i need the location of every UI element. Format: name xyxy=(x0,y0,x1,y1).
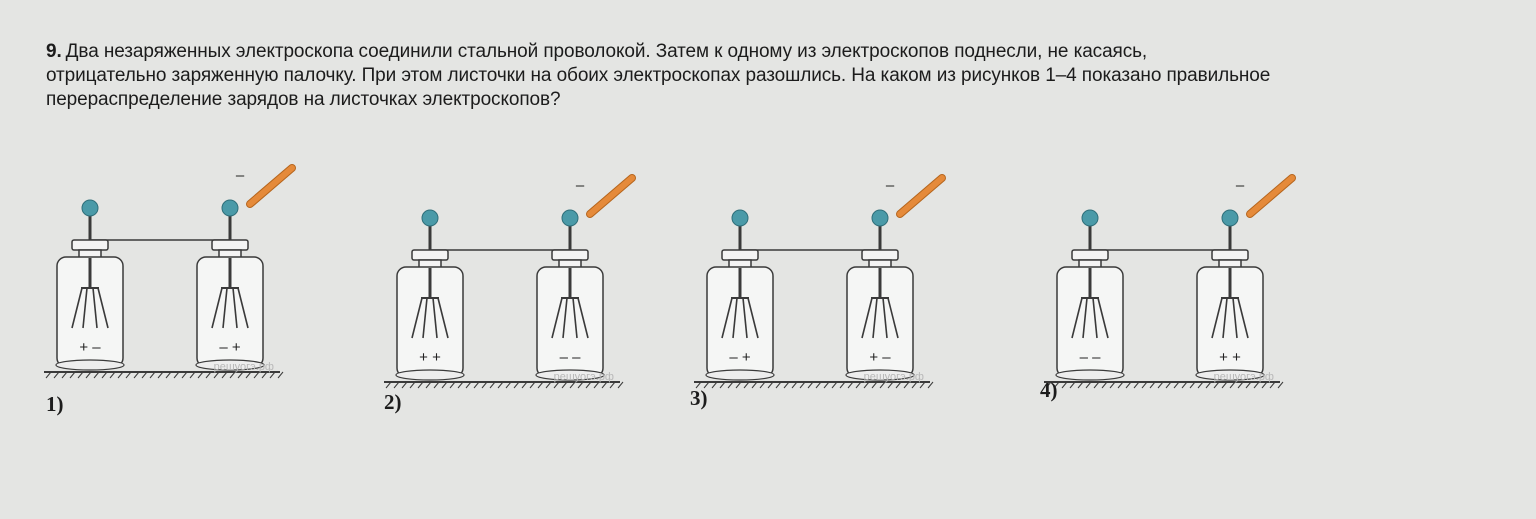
question-text: 9.Два незаряженных электроскопа соединил… xyxy=(46,40,1526,112)
electroscope-diagram: + + – – – решуогэ.рф xyxy=(384,174,636,389)
question-line-3: перераспределение зарядов на листочках э… xyxy=(46,89,561,110)
electroscope-leaf xyxy=(1222,297,1228,339)
figure-label: 4) xyxy=(1040,378,1058,402)
electroscope-leaf xyxy=(721,297,733,339)
electroscope-diagram: – + + – – решуогэ.рф xyxy=(694,174,946,389)
watermark: решуогэ.рф xyxy=(864,371,924,383)
question-line-2: отрицательно заряженную палочку. При это… xyxy=(46,65,1271,86)
left-electroscope: + + xyxy=(395,209,465,381)
leaf-charges: – – xyxy=(560,349,582,366)
left-electroscope: + – xyxy=(55,199,125,371)
figure-label: 3) xyxy=(690,386,708,410)
electroscope-leaf xyxy=(872,297,878,339)
electroscope-ball xyxy=(871,209,889,227)
electroscope-diagram: – – + + – решуогэ.рф xyxy=(1044,174,1296,389)
electroscope-leaf xyxy=(887,297,899,339)
question-number: 9. xyxy=(46,41,62,62)
left-electroscope: – + xyxy=(705,209,775,381)
electroscope-ball xyxy=(731,209,749,227)
left-electroscope: – – xyxy=(1055,209,1125,381)
electroscope-leaf xyxy=(422,297,428,339)
electroscope-ball xyxy=(1081,209,1099,227)
leaf-charges: – – xyxy=(1080,349,1102,366)
right-electroscope: + – xyxy=(845,209,915,381)
stick-charge: – xyxy=(1236,177,1245,194)
electroscope-leaf xyxy=(437,297,449,339)
electroscope-diagram: + – – + – решуогэ.рф xyxy=(44,164,296,379)
electroscope-leaf xyxy=(572,297,578,339)
right-electroscope: – + xyxy=(195,199,265,371)
electroscope-leaf xyxy=(732,297,738,339)
electroscope-leaf xyxy=(1082,297,1088,339)
electroscope-leaf xyxy=(551,297,563,339)
electroscope-leaf xyxy=(742,297,748,339)
electroscope-ball xyxy=(561,209,579,227)
electroscope-leaf xyxy=(1237,297,1249,339)
electroscope-leaf xyxy=(1092,297,1098,339)
electroscope-leaf xyxy=(562,297,568,339)
right-electroscope: + + xyxy=(1195,209,1265,381)
leaf-charges: + + xyxy=(1219,349,1241,366)
electroscope-ball xyxy=(1221,209,1239,227)
electroscope-leaf xyxy=(82,287,88,329)
figure-4: – – + + – решуогэ.рф xyxy=(1040,170,1320,390)
watermark: решуогэ.рф xyxy=(554,371,614,383)
electroscope-leaf xyxy=(411,297,423,339)
figure-1: + – – + – решуогэ.рф xyxy=(40,160,320,380)
electroscope-leaf xyxy=(1097,297,1109,339)
right-electroscope: – – xyxy=(535,209,605,381)
electroscope-leaf xyxy=(1211,297,1223,339)
electroscope-leaf xyxy=(577,297,589,339)
watermark: решуогэ.рф xyxy=(214,361,274,373)
electroscope-ball xyxy=(421,209,439,227)
electroscope-ball xyxy=(221,199,239,217)
electroscope-ball xyxy=(81,199,99,217)
electroscope-leaf xyxy=(882,297,888,339)
electroscope-leaf xyxy=(747,297,759,339)
figure-label: 1) xyxy=(46,392,64,416)
figure-2: + + – – – решуогэ.рф xyxy=(380,170,660,390)
leaf-charges: + + xyxy=(419,349,441,366)
stick-charge: – xyxy=(576,177,585,194)
electroscope-leaf xyxy=(232,287,238,329)
question-line-1: 9.Два незаряженных электроскопа соединил… xyxy=(46,41,1148,62)
leaf-charges: + – xyxy=(869,349,891,366)
leaf-charges: – + xyxy=(219,339,241,356)
electroscope-leaf xyxy=(1232,297,1238,339)
electroscope-leaf xyxy=(222,287,228,329)
figure-label: 2) xyxy=(384,390,402,414)
electroscope-leaf xyxy=(92,287,98,329)
electroscope-leaf xyxy=(1071,297,1083,339)
electroscope-leaf xyxy=(71,287,83,329)
electroscope-leaf xyxy=(237,287,249,329)
leaf-charges: + – xyxy=(79,339,101,356)
stick-charge: – xyxy=(236,167,245,184)
electroscope-leaf xyxy=(432,297,438,339)
electroscope-leaf xyxy=(861,297,873,339)
electroscope-leaf xyxy=(211,287,223,329)
watermark: решуогэ.рф xyxy=(1214,371,1274,383)
figure-3: – + + – – решуогэ.рф xyxy=(690,170,970,390)
stick-charge: – xyxy=(886,177,895,194)
electroscope-leaf xyxy=(97,287,109,329)
leaf-charges: – + xyxy=(729,349,751,366)
